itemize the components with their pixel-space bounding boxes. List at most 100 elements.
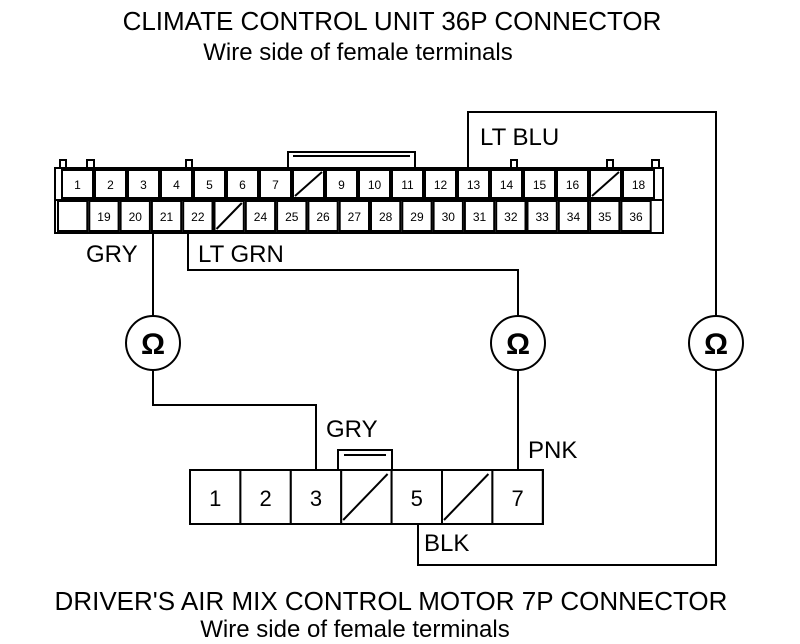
pin-number: 3 <box>140 178 147 192</box>
pin-number: 30 <box>442 210 456 224</box>
air-mix-motor-7p-connector: 1 2 3 5 7 <box>189 449 544 525</box>
ohm-icon: Ω <box>506 328 530 361</box>
pin-number: 9 <box>338 178 345 192</box>
ohmmeter-left: Ω <box>125 315 181 371</box>
pin-cell <box>370 200 402 232</box>
unused-pin-slash <box>591 171 620 197</box>
pin-number: 2 <box>107 178 114 192</box>
pin-number: 7 <box>272 178 279 192</box>
pin-number: 18 <box>632 178 646 192</box>
pin-cell <box>432 200 464 232</box>
pin-cell <box>61 169 94 199</box>
pin-cell <box>556 169 589 199</box>
pin-number: 4 <box>173 178 180 192</box>
pin-cell <box>490 169 523 199</box>
pin-number: 15 <box>533 178 547 192</box>
pin-number: 19 <box>97 210 111 224</box>
pin-cell <box>189 469 242 525</box>
pin-cell <box>244 200 277 232</box>
pin-cell <box>463 200 496 232</box>
pin-number: 1 <box>74 178 81 192</box>
pin-number: 24 <box>254 210 268 224</box>
connector-latch <box>337 449 393 470</box>
pin-cell <box>307 200 339 232</box>
unused-pin-slash <box>215 202 243 230</box>
pin-cell <box>150 200 183 232</box>
pin-cell <box>119 200 151 232</box>
ohm-icon: Ω <box>704 328 728 361</box>
pin-cell <box>276 200 308 232</box>
label-blk: BLK <box>424 530 469 557</box>
pin-number: 14 <box>500 178 514 192</box>
pin-cell <box>226 169 259 199</box>
pin-number: 13 <box>467 178 481 192</box>
pin-cell <box>526 200 558 232</box>
pin-cell <box>358 169 391 199</box>
ohmmeter-right: Ω <box>688 315 744 371</box>
pin-number: 29 <box>410 210 424 224</box>
pin-number: 25 <box>285 210 299 224</box>
pin-cell <box>193 169 226 199</box>
ohm-icon: Ω <box>141 328 165 361</box>
label-lt-blu: LT BLU <box>480 124 559 151</box>
pin-cell <box>424 169 457 199</box>
pin-number: 6 <box>239 178 246 192</box>
pin-number: 27 <box>348 210 362 224</box>
pin-number: 5 <box>206 178 213 192</box>
unused-pin-slash <box>443 473 490 521</box>
pin-cell <box>390 469 444 525</box>
pin-cell <box>622 169 655 199</box>
pin-cell <box>401 200 433 232</box>
pin-number: 16 <box>566 178 580 192</box>
pin-cell <box>523 169 556 199</box>
pin-number: 1 <box>209 486 221 511</box>
pin-number: 12 <box>434 178 448 192</box>
pin-cell <box>182 200 214 232</box>
pin-cell <box>259 169 292 199</box>
pin-number: 7 <box>511 486 523 511</box>
label-gry-bottom: GRY <box>326 416 378 443</box>
pin-number: 31 <box>473 210 487 224</box>
pin-cell <box>589 200 621 232</box>
pin-cell <box>338 200 371 232</box>
ohmmeter-circle <box>125 315 181 371</box>
pin-number: 33 <box>535 210 549 224</box>
unused-pin-slash <box>342 473 389 521</box>
pin-number: 11 <box>401 178 414 192</box>
ohmmeter-circle <box>490 315 546 371</box>
pin-cell <box>160 169 193 199</box>
connector-latch <box>287 151 416 168</box>
pin-cell <box>127 169 160 199</box>
pin-number: 21 <box>160 210 174 224</box>
unused-pin-slash <box>294 171 323 197</box>
gry-wire-bottom <box>152 370 317 470</box>
pin-cell <box>557 200 590 232</box>
lt-grn-wire <box>187 233 519 316</box>
ohmmeter-circle <box>688 315 744 371</box>
label-pnk: PNK <box>528 437 577 464</box>
pin-cell <box>457 169 490 199</box>
bottom-connector-title: DRIVER'S AIR MIX CONTROL MOTOR 7P CONNEC… <box>55 586 728 616</box>
pin-cell <box>495 200 527 232</box>
pin-number: 5 <box>411 486 423 511</box>
pin-number: 22 <box>191 210 205 224</box>
pin-number: 26 <box>316 210 330 224</box>
pin-cell <box>239 469 292 525</box>
pin-number: 20 <box>129 210 143 224</box>
ohmmeter-middle: Ω <box>490 315 546 371</box>
pin-cell <box>391 169 424 199</box>
pin-cell <box>57 200 89 232</box>
pin-cell <box>94 169 127 199</box>
pin-number: 36 <box>629 210 643 224</box>
pin-cell <box>325 169 358 199</box>
pin-number: 28 <box>379 210 393 224</box>
label-lt-grn: LT GRN <box>198 241 284 268</box>
pin-number: 2 <box>259 486 271 511</box>
pin-number: 34 <box>567 210 581 224</box>
pin-number: 10 <box>368 178 382 192</box>
pin-cell <box>289 469 343 525</box>
pin-number: 3 <box>310 486 322 511</box>
top-connector-title: CLIMATE CONTROL UNIT 36P CONNECTOR <box>123 6 662 36</box>
